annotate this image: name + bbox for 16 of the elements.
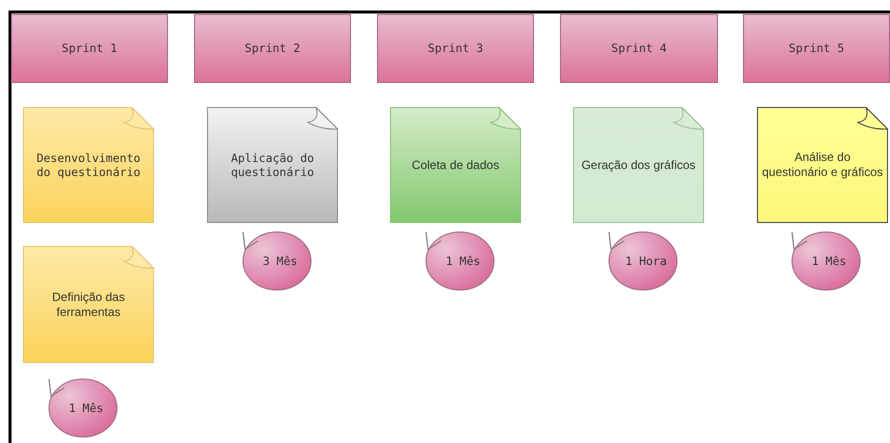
task-text: Coleta de dados xyxy=(410,158,500,172)
duration-label: 1 Mês xyxy=(812,254,846,268)
sprint-title: Sprint 4 xyxy=(611,41,667,56)
sprint-title: Sprint 2 xyxy=(244,41,300,56)
duration-label: 3 Mês xyxy=(262,254,298,268)
task-text: Geração dos gráficos xyxy=(580,158,697,172)
sprint-title: Sprint 1 xyxy=(62,41,118,56)
task-text: Desenvolvimento do questionário xyxy=(36,150,142,180)
task-text: Definição das ferramentas xyxy=(51,290,126,320)
sprint-title: Sprint 3 xyxy=(428,41,484,56)
duration-label: 1 Mês xyxy=(446,254,480,268)
sprint-title: Sprint 5 xyxy=(788,41,844,56)
task-text: Aplicação do questionário xyxy=(230,150,316,180)
task-text: Análise do questionário e gráficos xyxy=(761,150,884,180)
duration-label: 1 Hora xyxy=(625,254,667,268)
duration-label: 1 Mês xyxy=(68,400,104,416)
